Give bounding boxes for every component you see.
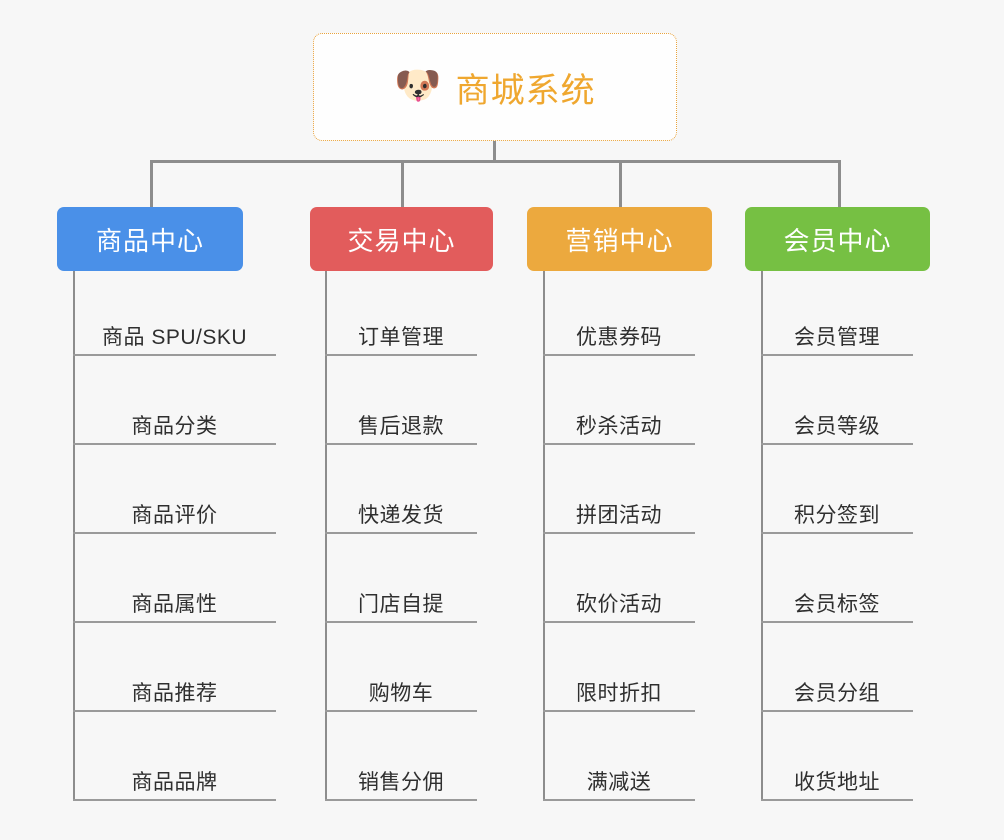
leaf-item-label: 秒杀活动 [576,415,662,438]
leaf-item-label: 满减送 [586,771,652,794]
category-header-label: 商品中心 [95,225,204,256]
category-header-label: 交易中心 [347,225,456,256]
leaf-item[interactable]: 积分签到 [761,504,913,534]
leaf-item[interactable]: 快递发货 [325,504,477,534]
leaf-item-label: 售后退款 [358,415,444,438]
leaf-item-label: 销售分佣 [358,771,444,794]
leaf-item[interactable]: 商品分类 [73,415,276,445]
connector-drop-4 [838,160,841,207]
leaf-item[interactable]: 会员等级 [761,415,913,445]
leaf-item[interactable]: 销售分佣 [325,771,477,801]
leaf-item-label: 会员等级 [794,415,880,438]
category-header-4[interactable]: 会员中心 [745,207,930,271]
leaf-item[interactable]: 商品推荐 [73,682,276,712]
column-spine [543,271,545,801]
leaf-item[interactable]: 售后退款 [325,415,477,445]
item-column-2: 订单管理售后退款快递发货门店自提购物车销售分佣 [325,271,477,803]
leaf-item-label: 订单管理 [358,326,444,349]
connector-drop-2 [401,160,404,207]
category-header-label: 营销中心 [565,225,674,256]
leaf-item-label: 商品品牌 [131,771,218,794]
connector-root-stem [493,141,496,163]
connector-drop-1 [150,160,153,207]
leaf-item-label: 会员管理 [794,326,880,349]
leaf-item[interactable]: 商品评价 [73,504,276,534]
category-header-3[interactable]: 营销中心 [527,207,712,271]
item-column-4: 会员管理会员等级积分签到会员标签会员分组收货地址 [761,271,913,803]
leaf-item-label: 商品评价 [131,504,218,527]
leaf-item[interactable]: 秒杀活动 [543,415,695,445]
leaf-item[interactable]: 优惠券码 [543,326,695,356]
leaf-item[interactable]: 商品 SPU/SKU [73,326,276,356]
leaf-item[interactable]: 收货地址 [761,771,913,801]
leaf-item[interactable]: 订单管理 [325,326,477,356]
leaf-item[interactable]: 满减送 [543,771,695,801]
leaf-item[interactable]: 砍价活动 [543,593,695,623]
leaf-item-label: 会员分组 [794,682,880,705]
leaf-item[interactable]: 商品品牌 [73,771,276,801]
leaf-item-label: 砍价活动 [576,593,662,616]
dog-face-icon: 🐶 [394,65,442,107]
leaf-item-label: 购物车 [368,682,434,705]
item-column-3: 优惠券码秒杀活动拼团活动砍价活动限时折扣满减送 [543,271,695,803]
column-spine [73,271,75,801]
leaf-item[interactable]: 门店自提 [325,593,477,623]
leaf-item-label: 会员标签 [794,593,880,616]
leaf-item[interactable]: 购物车 [325,682,477,712]
leaf-item-label: 优惠券码 [576,326,662,349]
leaf-item-label: 商品属性 [131,593,218,616]
leaf-item[interactable]: 拼团活动 [543,504,695,534]
leaf-item-label: 门店自提 [358,593,444,616]
category-header-label: 会员中心 [783,225,892,256]
leaf-item-label: 积分签到 [794,504,880,527]
leaf-item[interactable]: 会员分组 [761,682,913,712]
leaf-item-label: 快递发货 [358,504,444,527]
leaf-item-label: 商品推荐 [131,682,218,705]
leaf-item-label: 商品 SPU/SKU [101,326,248,349]
leaf-item-label: 商品分类 [131,415,218,438]
column-spine [325,271,327,801]
category-header-2[interactable]: 交易中心 [310,207,493,271]
column-spine [761,271,763,801]
leaf-item[interactable]: 商品属性 [73,593,276,623]
root-node-title: 商城系统 [455,71,596,110]
root-node[interactable]: 🐶 商城系统 [313,33,677,141]
category-header-1[interactable]: 商品中心 [57,207,243,271]
leaf-item[interactable]: 会员管理 [761,326,913,356]
connector-horizontal-bus [150,160,841,163]
leaf-item[interactable]: 会员标签 [761,593,913,623]
leaf-item-label: 限时折扣 [576,682,662,705]
leaf-item[interactable]: 限时折扣 [543,682,695,712]
connector-drop-3 [619,160,622,207]
leaf-item-label: 收货地址 [794,771,880,794]
item-column-1: 商品 SPU/SKU 商品分类商品评价商品属性商品推荐商品品牌 [73,271,276,803]
leaf-item-label: 拼团活动 [576,504,662,527]
